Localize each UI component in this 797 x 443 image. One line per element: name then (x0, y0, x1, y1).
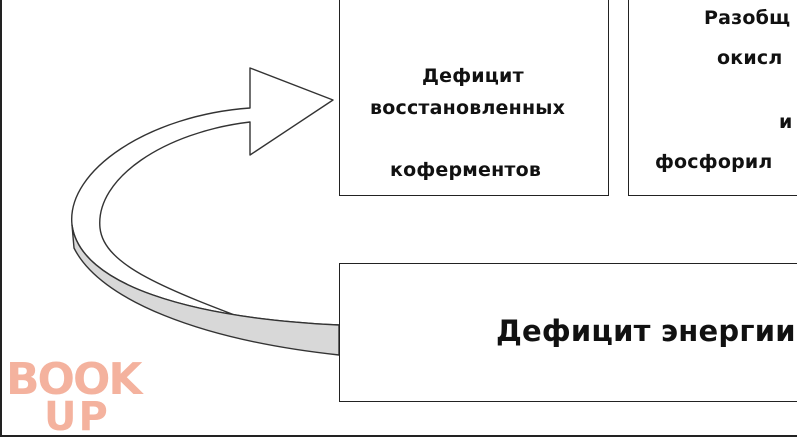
coenzymes-line1: Дефицит (422, 65, 524, 87)
uncoupling-line1: Разобщ (704, 7, 791, 29)
svg-text:UP: UP (44, 394, 110, 432)
box-energy-deficit: Дефицит энергии (339, 263, 797, 402)
coenzymes-line2: восстановленных (370, 97, 566, 119)
uncoupling-line3: и (779, 111, 793, 133)
svg-text:BOOK: BOOK (6, 354, 144, 405)
uncoupling-line2: окисл (717, 47, 783, 69)
bookup-watermark-logo: BOOK UP (6, 354, 146, 432)
frame-bottom-border (0, 435, 797, 437)
uncoupling-line4: фосфорил (655, 151, 773, 173)
feedback-arrow-underside (71, 224, 340, 356)
box-deficit-reduced-coenzymes: Дефицит восстановленных коферментов (339, 0, 609, 196)
box-uncoupling-oxidation: Разобщ окисл и фосфорил (628, 0, 797, 196)
frame-left-border (0, 0, 2, 437)
energy-deficit-label: Дефицит энергии (496, 314, 796, 348)
coenzymes-line3: коферментов (390, 159, 542, 181)
